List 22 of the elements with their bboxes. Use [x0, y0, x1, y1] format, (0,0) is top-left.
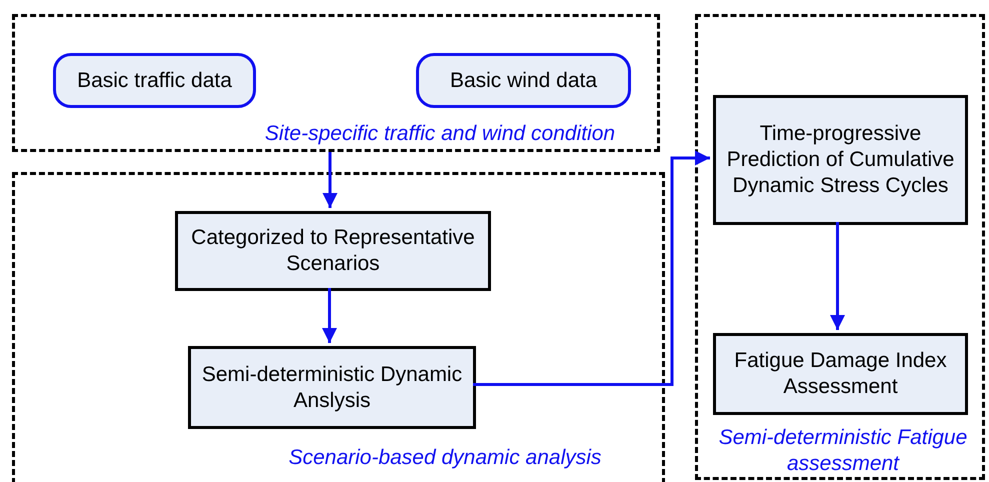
- box-text: Categorized to Representative Scenarios: [190, 225, 476, 277]
- process-box: [175, 211, 491, 291]
- dashed-group-frame: [12, 172, 665, 482]
- data-source-box: [416, 53, 631, 108]
- group-label: Semi-deterministic Fatigue assessment: [718, 425, 968, 477]
- arrow: [473, 150, 710, 386]
- group-label: Scenario-based dynamic analysis: [288, 445, 602, 471]
- data-source-box: [53, 53, 256, 108]
- arrow: [830, 222, 845, 330]
- box-text: Basic wind data: [450, 68, 598, 94]
- group-label: Site-specific traffic and wind condition: [264, 121, 616, 147]
- box-text: Fatigue Damage Index Assessment: [733, 348, 948, 400]
- process-box: [188, 346, 476, 429]
- process-box: [713, 333, 968, 415]
- dashed-group-frame: [695, 14, 985, 480]
- dashed-group-frame: [12, 14, 660, 152]
- box-text: Time-progressive Prediction of Cumulative Dynamic Stress Cycles: [726, 121, 956, 199]
- process-box: [713, 95, 968, 225]
- arrow: [322, 152, 338, 208]
- box-text: Basic traffic data: [77, 68, 232, 94]
- arrow: [322, 288, 337, 343]
- box-text: Semi-deterministic Dynamic Anslysis: [200, 362, 464, 414]
